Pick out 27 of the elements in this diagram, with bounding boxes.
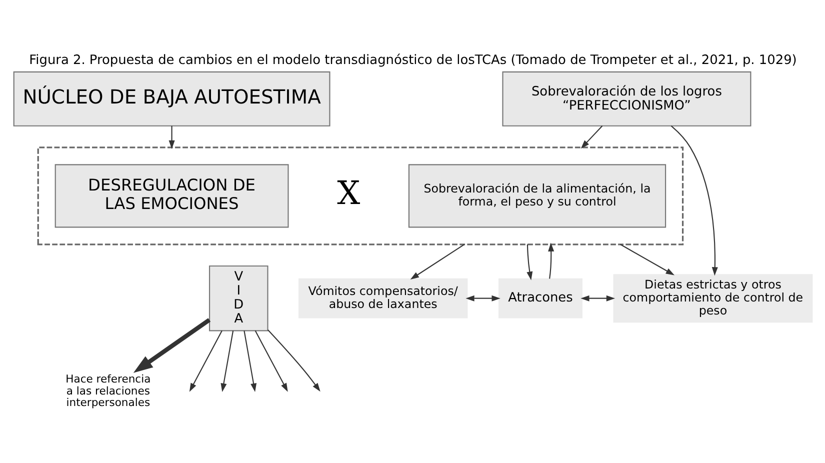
arrow bbox=[243, 330, 256, 392]
arrow bbox=[267, 330, 320, 392]
arrow bbox=[220, 330, 234, 392]
arrow bbox=[580, 126, 602, 149]
arrow bbox=[254, 330, 288, 392]
arrow bbox=[188, 330, 222, 392]
node-box: Atracones bbox=[498, 278, 582, 318]
arrow bbox=[132, 318, 210, 373]
arrow bbox=[526, 244, 532, 280]
arrow bbox=[670, 125, 718, 276]
node-box: DESREGULACION DE LAS EMOCIONES bbox=[54, 164, 288, 228]
node-box: Vómitos compensatorios/ abuso de laxantes bbox=[298, 278, 468, 318]
arrow bbox=[548, 242, 554, 279]
node-box: V I D A bbox=[208, 265, 268, 332]
cluster bbox=[36, 146, 684, 246]
arrow bbox=[620, 244, 674, 276]
arrow bbox=[168, 126, 174, 150]
node-box: Sobrevaloración de la alimentación, la forma, el peso y su control bbox=[408, 164, 666, 228]
arrow bbox=[465, 295, 500, 302]
diagram-title: Figura 2. Propuesta de cambios en el modelo transdiagnóstico de losTCAs (Tomado de Trompeter et al., 2021, p. 1029) bbox=[28, 52, 796, 68]
arrow bbox=[410, 244, 464, 280]
node-text: Hace referencia a las relaciones interpersonales bbox=[65, 372, 150, 410]
arrow bbox=[580, 295, 615, 302]
node-box: Sobrevaloración de los logros “PERFECCIONISMO” bbox=[502, 71, 751, 126]
node-box: Dietas estrictas y otros comportamiento de control de peso bbox=[612, 274, 812, 323]
label: X bbox=[336, 174, 360, 212]
node-box: NÚCLEO DE BAJA AUTOESTIMA bbox=[12, 71, 330, 126]
